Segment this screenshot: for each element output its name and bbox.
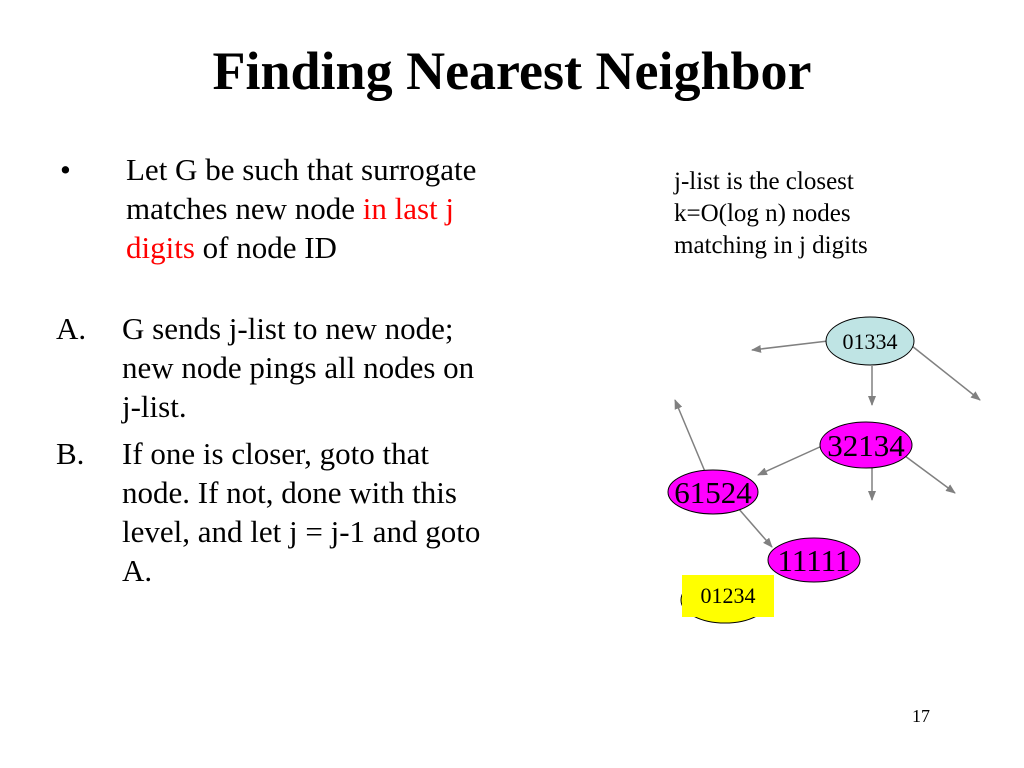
node-01234-label: 01234: [701, 583, 756, 608]
node-32134-label: 32134: [827, 428, 905, 463]
j-list-note-line-2: k=O(log n) nodes: [674, 200, 851, 227]
node-61524-shape: [667, 469, 759, 515]
node-11111-label: 11111: [778, 543, 851, 578]
step-a-line-3: j-list.: [122, 389, 187, 424]
arrow-01334-left: [751, 340, 829, 353]
step-b-line-1: If one is closer, goto that: [122, 436, 429, 471]
bullet-line-2-highlight: in last j: [362, 191, 455, 226]
slide-number: 17: [912, 706, 930, 726]
step-b-paragraph: B. If one is closer, goto that node. If …: [56, 434, 596, 590]
node-61524-label: 61524: [674, 475, 752, 510]
node-32134: 32134: [819, 421, 913, 469]
node-01334-shape: [825, 316, 915, 366]
node-32134-shape: [819, 421, 913, 469]
step-a-content: G sends j-list to new node; new node pin…: [122, 309, 596, 426]
slide-body: • Let G be such that surrogate matches n…: [56, 150, 596, 590]
arrow-32134-to-61524: [757, 445, 823, 476]
arrow-61524-to-11111: [737, 507, 773, 548]
node-11111-shape: [767, 537, 861, 583]
step-b-line-2: node. If not, done with this: [122, 475, 457, 510]
bullet-line-1: Let G be such that surrogate: [126, 152, 477, 187]
step-b-content: If one is closer, goto that node. If not…: [122, 434, 596, 590]
bullet-marker: •: [60, 152, 71, 187]
bullet-line-3: digits of node ID: [126, 228, 596, 267]
arrow-61524-up: [674, 399, 707, 475]
node-01234-label-box: [682, 575, 774, 617]
j-list-note-line-3: matching in j digits: [674, 232, 868, 259]
diagram-arrows: [674, 340, 981, 548]
bullet-line-2: matches new node in last j: [126, 189, 596, 228]
bullet-line-2-plain: matches new node: [126, 191, 363, 226]
step-b-marker: B.: [56, 436, 85, 471]
arrow-01334-right: [911, 345, 981, 401]
node-61524: 61524: [667, 469, 759, 515]
bullet-line-3-highlight: digits: [126, 230, 195, 265]
node-01234: 01234: [680, 575, 774, 624]
j-list-note: j-list is the closest k=O(log n) nodes m…: [674, 166, 974, 262]
step-a-line-1: G sends j-list to new node;: [122, 311, 454, 346]
step-b-line-4: A.: [122, 553, 153, 588]
step-a-marker: A.: [56, 311, 87, 346]
step-a-line-2: new node pings all nodes on: [122, 350, 475, 385]
bullet-paragraph: • Let G be such that surrogate matches n…: [56, 150, 596, 267]
step-a-paragraph: A. G sends j-list to new node; new node …: [56, 309, 596, 426]
j-list-note-line-1: j-list is the closest: [674, 168, 854, 195]
step-b-line-3: level, and let j = j-1 and goto: [122, 514, 481, 549]
bullet-content: Let G be such that surrogate matches new…: [126, 150, 596, 267]
node-01334: 01334: [825, 316, 915, 366]
bullet-line-3-plain: of node ID: [194, 230, 337, 265]
arrow-32134-right: [904, 455, 956, 494]
node-01334-label: 01334: [843, 329, 898, 354]
node-11111: 11111: [767, 537, 861, 583]
slide-title: Finding Nearest Neighbor: [212, 41, 812, 101]
